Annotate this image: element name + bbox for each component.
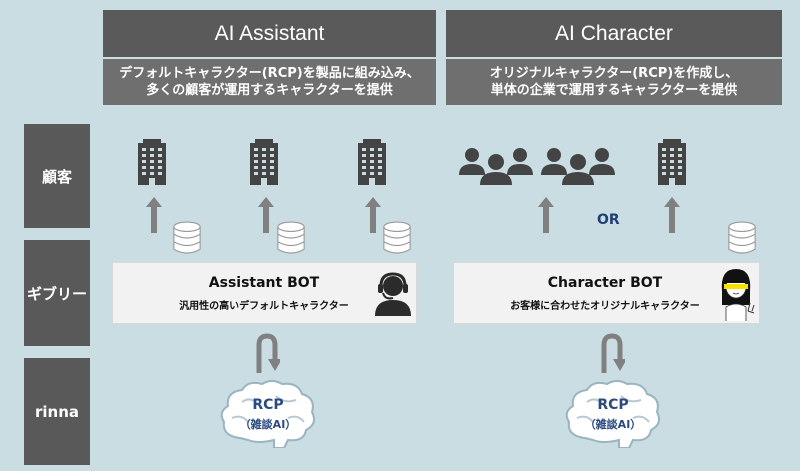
database-icon — [727, 221, 757, 255]
people-group-icon — [540, 145, 616, 185]
rcp-label-left: RCP — [252, 397, 284, 413]
ai-character-desc-line1: オリジナルキャラクター(RCP)を作成し、 — [489, 66, 739, 81]
brain-icon — [218, 378, 318, 448]
building-icon — [137, 139, 167, 185]
people-group-icon — [458, 145, 534, 185]
ai-character-title: AI Character — [446, 10, 782, 57]
up-arrow-icon — [258, 197, 274, 233]
ai-character-description: オリジナルキャラクター(RCP)を作成し、 単体の企業で運用するキャラクターを提… — [446, 59, 782, 105]
building-icon — [357, 139, 387, 185]
character-bot-box: Character BOT お客様に合わせたオリジナルキャラクター — [453, 262, 760, 324]
row-label-customer: 顧客 — [24, 124, 90, 228]
database-icon — [276, 221, 306, 255]
up-arrow-icon — [664, 197, 680, 233]
ai-assistant-description: デフォルトキャラクター(RCP)を製品に組み込み、 多くの顧客が運用するキャラク… — [103, 59, 436, 105]
assistant-bot-title: Assistant BOT — [208, 275, 320, 291]
ai-character-desc-line2: 単体の企業で運用するキャラクターを提供 — [490, 83, 738, 98]
ai-assistant-desc-line1: デフォルトキャラクター(RCP)を製品に組み込み、 — [119, 66, 420, 81]
loop-arrow-icon — [256, 333, 280, 373]
or-label: OR — [597, 212, 620, 228]
rcp-sub-left: （雑談AI） — [239, 418, 297, 431]
up-arrow-icon — [146, 197, 162, 233]
ai-assistant-desc-line2: 多くの顧客が運用するキャラクターを提供 — [146, 83, 393, 98]
row-label-rinna: rinna — [24, 358, 90, 465]
up-arrow-icon — [538, 197, 554, 233]
character-bot-subtitle: お客様に合わせたオリジナルキャラクター — [510, 301, 700, 312]
assistant-bot-box: Assistant BOT 汎用性の高いデフォルトキャラクター — [112, 262, 417, 324]
up-arrow-icon — [365, 197, 381, 233]
database-icon — [382, 221, 412, 255]
brain-icon — [563, 378, 663, 448]
ai-assistant-title: AI Assistant — [103, 10, 436, 57]
rcp-label-right: RCP — [597, 397, 629, 413]
loop-arrow-icon — [601, 333, 625, 373]
character-bot-title: Character BOT — [547, 275, 663, 291]
assistant-bot-subtitle: 汎用性の高いデフォルトキャラクター — [179, 301, 349, 312]
anime-character-icon — [721, 269, 755, 321]
building-icon — [657, 139, 687, 185]
headset-operator-icon — [375, 272, 411, 316]
building-icon — [249, 139, 279, 185]
rcp-sub-right: （雑談AI） — [584, 418, 642, 431]
row-label-giburi: ギブリー — [24, 240, 90, 346]
database-icon — [172, 221, 202, 255]
